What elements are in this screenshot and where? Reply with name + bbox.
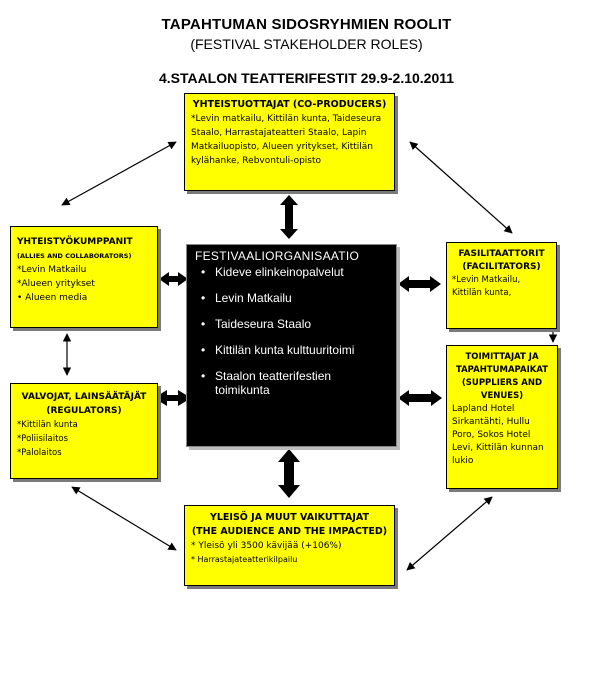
block-arrow-bottom — [278, 449, 300, 498]
organization-member: Taideseura Staalo — [201, 317, 388, 331]
organization-member: Staalon teatterifestien toimikunta — [201, 369, 388, 397]
regulators-item: *Kittilän kunta — [17, 420, 78, 430]
block-arrow-facilitators — [398, 276, 441, 292]
block-arrow-suppliers — [398, 390, 442, 406]
allies-item: *Levin Matkailu — [17, 265, 87, 275]
event-title: 4.STAALON TEATTERIFESTIT 29.9-2.10.2011 — [158, 70, 455, 86]
facilitators-text: *Levin Matkailu, Kittilän kunta, — [452, 275, 521, 298]
diagram-title: TAPAHTUMAN SIDOSRYHMIEN ROOLIT — [161, 16, 452, 33]
allies-box: YHTEISTYÖKUMPPANIT (ALLIES AND COLLABORA… — [10, 226, 158, 328]
coproducers-heading: YHTEISTUOTTAJAT (CO-PRODUCERS) — [192, 99, 387, 110]
audience-item: * Yleisö yli 3500 kävijää (+106%) — [191, 541, 342, 551]
regulators-heading: VALVOJAT, LAINSÄÄTÄJÄT — [21, 392, 147, 402]
block-arrow-regulators — [154, 390, 191, 406]
regulators-subheading: (REGULATORS) — [46, 406, 122, 416]
coproducers-box: YHTEISTUOTTAJAT (CO-PRODUCERS) *Levin ma… — [184, 93, 395, 191]
audience-heading: YLEISÖ JA MUUT VAIKUTTAJAT — [210, 512, 369, 523]
arrow-regulators-audience — [71, 486, 177, 551]
block-arrow-top — [280, 195, 298, 239]
facilitators-subheading: (FACILITATORS) — [462, 262, 541, 272]
audience-box: YLEISÖ JA MUUT VAIKUTTAJAT (THE AUDIENCE… — [184, 505, 395, 586]
facilitators-heading: FASILITAATTORIT — [458, 249, 545, 259]
suppliers-heading: TOIMITTAJAT JA TAPAHTUMAPAIKAT — [455, 352, 549, 375]
regulators-item: *Poliisilaitos — [17, 434, 69, 444]
festival-organization-box: FESTIVAALIORGANISAATIO Kideve elinkeinop… — [186, 244, 397, 447]
suppliers-subheading: (SUPPLIERS AND VENUES) — [461, 378, 543, 401]
allies-subheading: (ALLIES AND COLLABORATORS) — [17, 252, 132, 260]
audience-subheading: (THE AUDIENCE AND THE IMPACTED) — [191, 526, 388, 537]
allies-item: *Alueen yritykset — [17, 279, 95, 289]
regulators-item: *Palolaitos — [17, 448, 62, 458]
suppliers-text: Lapland Hotel Sirkantähti, Hullu Poro, S… — [452, 404, 544, 466]
allies-item: • Alueen media — [17, 293, 88, 303]
organization-title: FESTIVAALIORGANISAATIO — [195, 249, 360, 263]
regulators-box: VALVOJAT, LAINSÄÄTÄJÄT (REGULATORS) *Kit… — [10, 383, 158, 479]
block-arrow-allies — [159, 272, 188, 286]
facilitators-box: FASILITAATTORIT (FACILITATORS) *Levin Ma… — [446, 242, 557, 329]
audience-item: * Harrastajateatterikilpailu — [191, 555, 298, 564]
organization-member: Kittilän kunta kulttuuritoimi — [201, 343, 388, 357]
arrow-coprod-allies — [61, 141, 177, 206]
arrow-coprod-facilitators — [409, 141, 513, 234]
organization-members: Kideve elinkeinopalvelut Levin Matkailu … — [195, 265, 388, 397]
arrow-suppliers-audience — [406, 496, 493, 571]
coproducers-text: *Levin matkailu, Kittilän kunta, Taidese… — [191, 114, 382, 166]
diagram-subtitle: (FESTIVAL STAKEHOLDER ROLES) — [190, 36, 423, 52]
organization-member: Kideve elinkeinopalvelut — [201, 265, 388, 279]
allies-heading: YHTEISTYÖKUMPPANIT — [17, 237, 133, 247]
suppliers-box: TOIMITTAJAT JA TAPAHTUMAPAIKAT (SUPPLIER… — [446, 345, 558, 489]
organization-member: Levin Matkailu — [201, 291, 388, 305]
